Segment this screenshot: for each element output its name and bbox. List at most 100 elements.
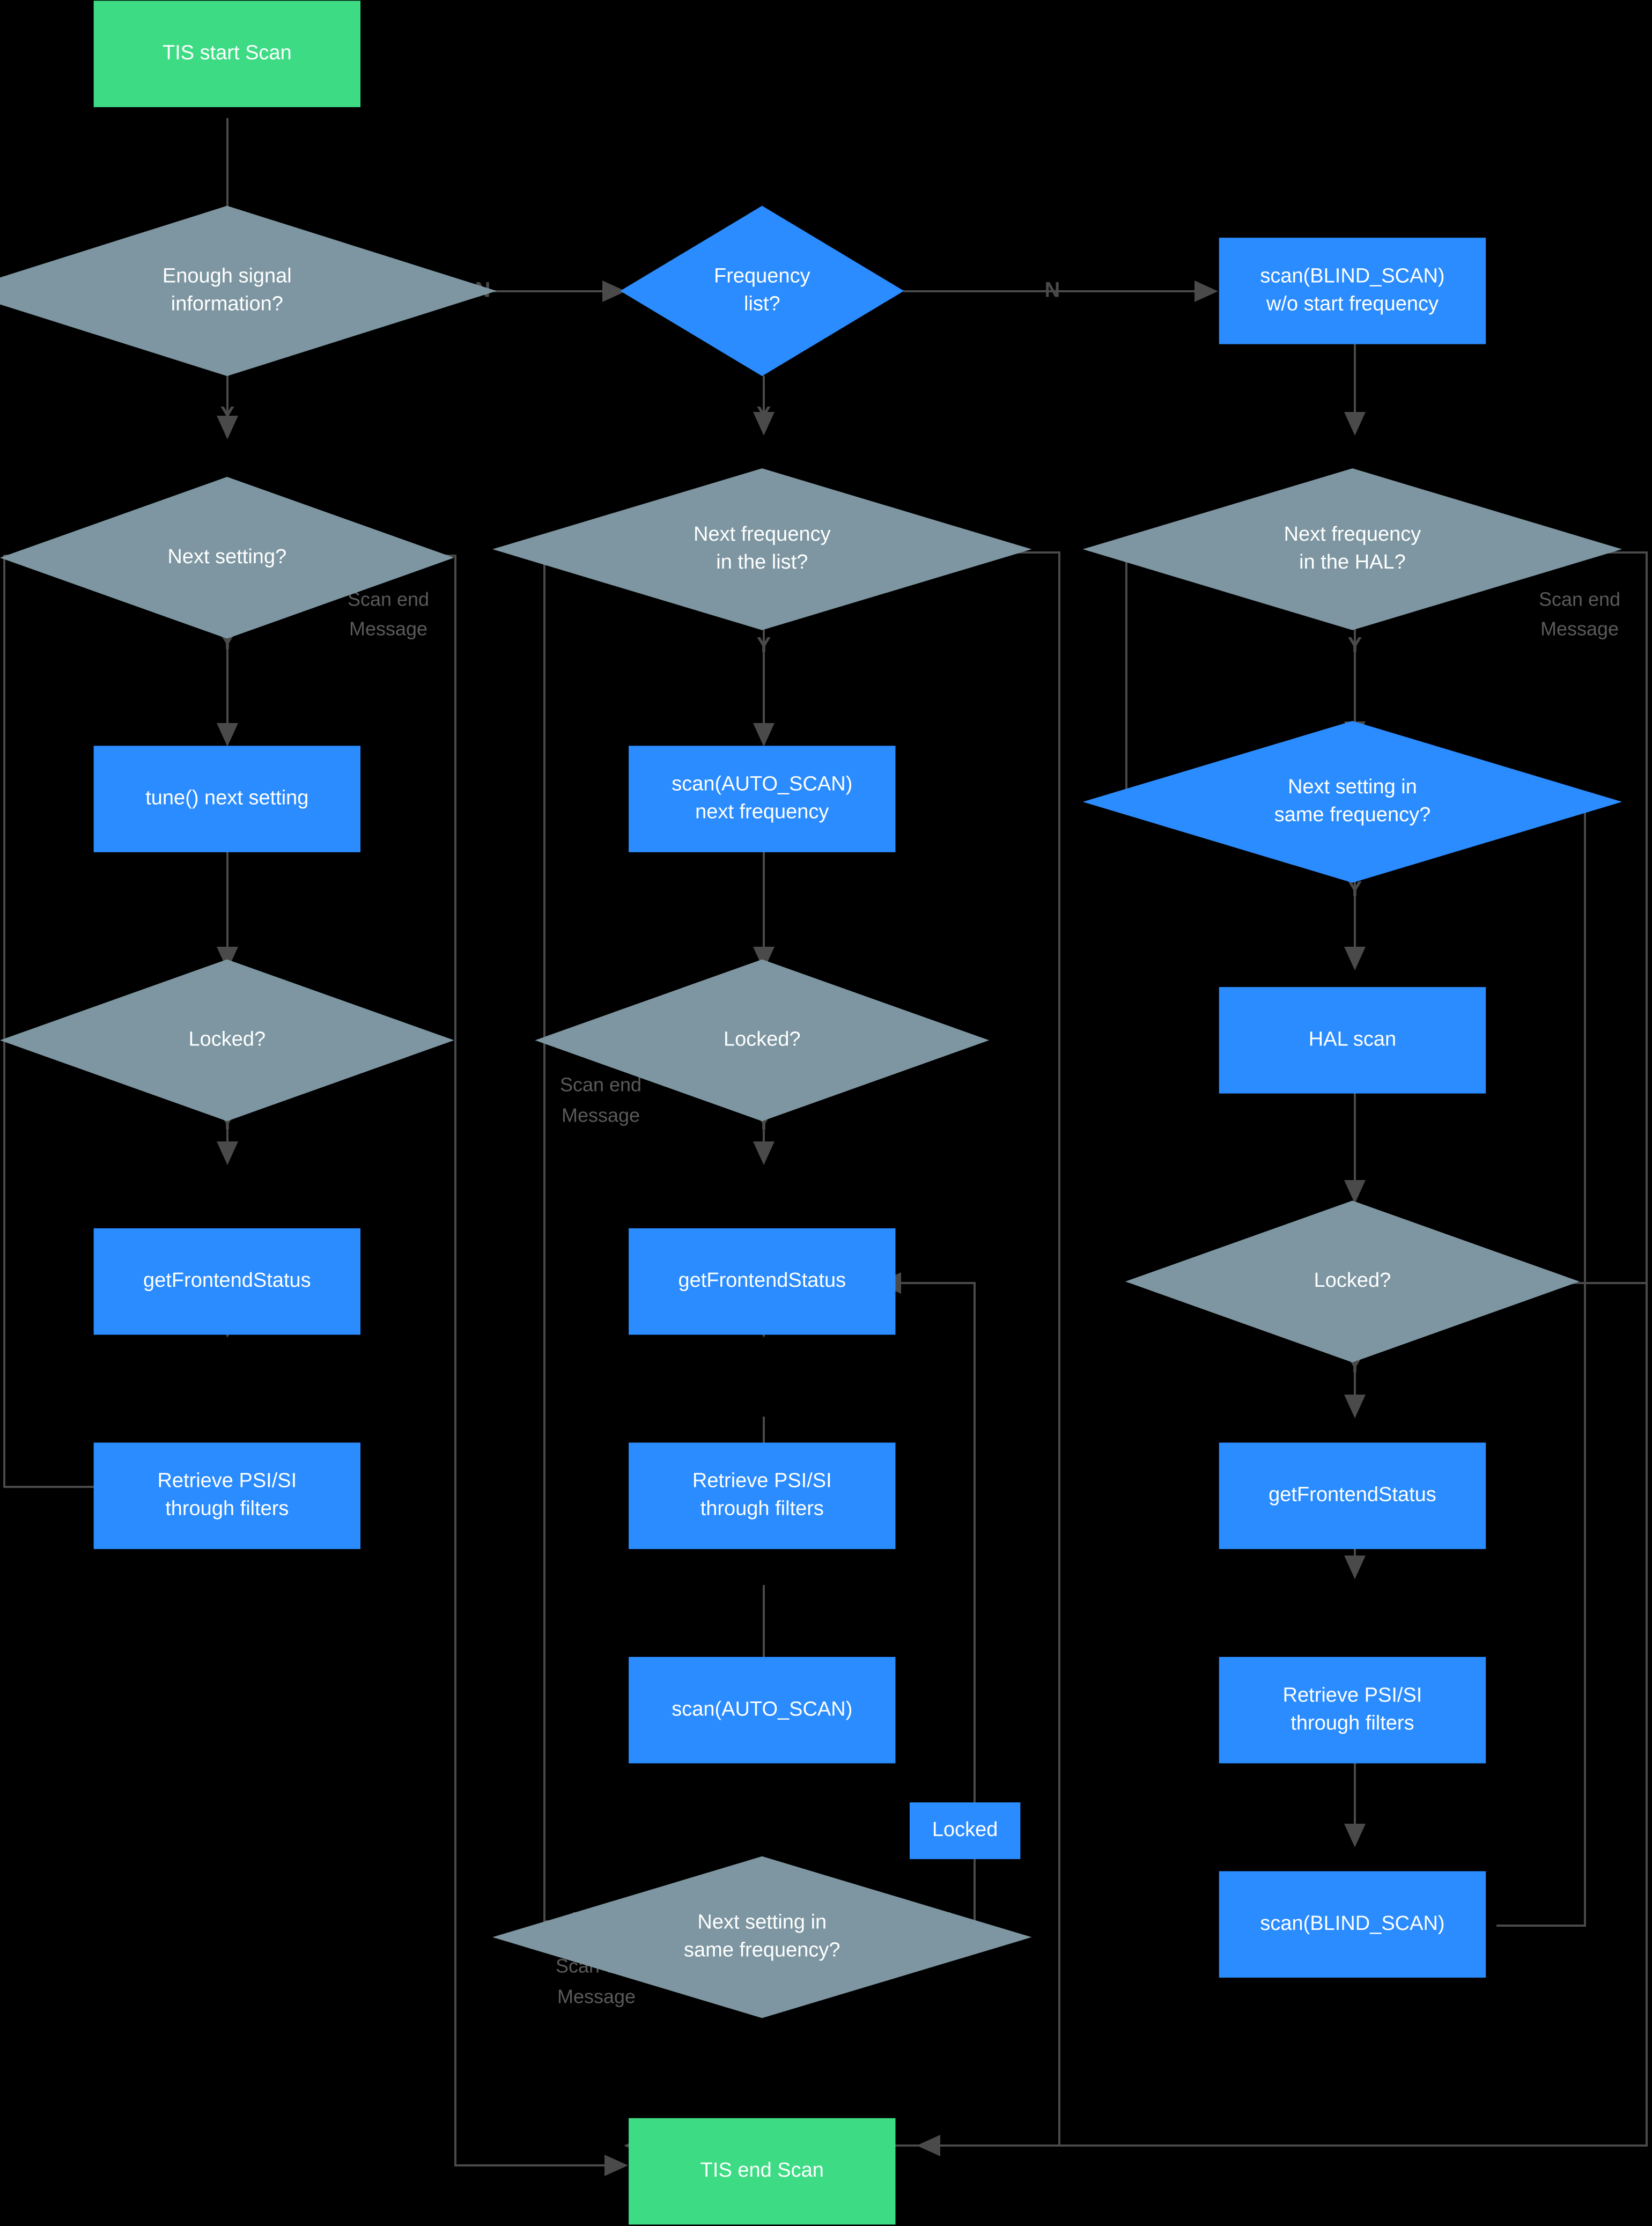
node-label-nextfreqlist-l1: Next frequency: [694, 523, 831, 546]
node-enough-signal-information[interactable]: Enough signal information?: [0, 205, 497, 377]
node-scan-auto-scan-next-frequency[interactable]: scan(AUTO_SCAN) next frequency: [629, 746, 896, 852]
note-locked2-line1: Scan end: [560, 1074, 641, 1096]
node-label-gfs-left: getFrontendStatus: [143, 1269, 311, 1292]
note-nextsetting-line1: Scan end: [348, 588, 429, 610]
node-label-psi-right-l1: Retrieve PSI/SI: [1283, 1684, 1422, 1706]
node-shape-rect: [629, 2118, 896, 2225]
node-label-psi-left-l2: through filters: [165, 1498, 289, 1520]
edge-label-nextfreqlist-y: Y: [757, 633, 771, 657]
node-label-psi-right-l2: through filters: [1290, 1712, 1414, 1734]
node-shape-rect: [93, 1, 361, 107]
node-get-frontend-status-right[interactable]: getFrontendStatus: [1219, 1442, 1486, 1549]
node-shape-rect: [909, 1802, 1021, 1860]
node-frequency-list[interactable]: Frequency list?: [620, 205, 904, 377]
node-locked-right[interactable]: Locked?: [1125, 1200, 1580, 1362]
node-get-frontend-status-left[interactable]: getFrontendStatus: [93, 1228, 361, 1335]
node-tis-start-scan[interactable]: TIS start Scan: [93, 1, 361, 107]
node-retrieve-psi-si-middle[interactable]: Retrieve PSI/SI through filters: [629, 1442, 896, 1549]
node-label-frequency-list-l1: Frequency: [714, 264, 810, 287]
node-shape-rect: [629, 1228, 896, 1335]
node-label-next-setting: Next setting?: [167, 546, 286, 568]
node-next-setting-in-same-frequency-blue[interactable]: Next setting in same frequency?: [1082, 721, 1622, 883]
node-label-locked-middle: Locked?: [724, 1028, 801, 1050]
node-shape-rect: [93, 1442, 361, 1549]
node-label-nextsamefreq2-l2: same frequency?: [684, 1939, 840, 1962]
node-scan-blind-scan-wo-start-frequency[interactable]: scan(BLIND_SCAN) w/o start frequency: [1219, 238, 1486, 344]
node-get-frontend-status-middle[interactable]: getFrontendStatus: [629, 1228, 896, 1335]
edge-label-freqlist-n: N: [1045, 278, 1060, 302]
node-shape-diamond: [620, 205, 904, 377]
node-shape-rect: [629, 746, 896, 852]
node-shape-rect: [1219, 1657, 1486, 1764]
node-label-blindscan2: scan(BLIND_SCAN): [1260, 1912, 1444, 1935]
node-label-blindscan1-l2: w/o start frequency: [1266, 292, 1439, 315]
node-shape-rect: [93, 746, 361, 852]
node-label-autoscan: scan(AUTO_SCAN): [672, 1698, 852, 1720]
node-label-psi-middle-l2: through filters: [700, 1498, 824, 1520]
node-scan-auto-scan[interactable]: scan(AUTO_SCAN): [629, 1657, 896, 1764]
node-locked-middle[interactable]: Locked?: [535, 959, 990, 1122]
edge-label-nextfreqhal-y: Y: [1348, 633, 1362, 657]
node-locked-tag[interactable]: Locked: [909, 1802, 1021, 1860]
node-next-frequency-in-the-hal[interactable]: Next frequency in the HAL?: [1082, 468, 1622, 630]
node-next-frequency-in-the-list[interactable]: Next frequency in the list?: [492, 468, 1032, 630]
node-label-nextsamefreq2-l1: Next setting in: [697, 1911, 827, 1934]
edge-psi1-to-nextsetting: [3, 1040, 94, 1488]
node-label-nextfreqhal-l1: Next frequency: [1284, 523, 1421, 546]
node-label-psi-left-l1: Retrieve PSI/SI: [157, 1470, 297, 1492]
node-label-tis-end-scan: TIS end Scan: [700, 2159, 824, 2181]
note-nextsamefreq2-line2: Message: [557, 1986, 636, 2008]
node-label-psi-middle-l1: Retrieve PSI/SI: [692, 1470, 832, 1492]
edge-label-enough-y: Y: [220, 403, 235, 426]
node-shape-diamond: [492, 1856, 1032, 2018]
node-shape-diamond: [1082, 721, 1622, 883]
node-label-locked-tag: Locked: [932, 1818, 998, 1841]
edge-label-freqlist-y: Y: [757, 403, 771, 426]
node-shape-diamond: [0, 476, 454, 639]
note-nextfreqhal-line2: Message: [1540, 618, 1619, 640]
node-label-gfs-middle: getFrontendStatus: [678, 1269, 846, 1292]
node-shape-rect: [1219, 987, 1486, 1094]
node-shape-rect: [629, 1657, 896, 1764]
node-label-enough-signal-l1: Enough signal: [163, 264, 292, 287]
note-nextsetting-line2: Message: [349, 618, 427, 640]
node-shape-rect: [1219, 1442, 1486, 1549]
node-hal-scan[interactable]: HAL scan: [1219, 987, 1486, 1094]
node-locked-left[interactable]: Locked?: [0, 959, 454, 1122]
note-locked2-line2: Message: [562, 1104, 640, 1126]
node-next-setting-in-same-frequency-gray[interactable]: Next setting in same frequency?: [492, 1856, 1032, 2018]
node-label-enough-signal-l2: information?: [171, 292, 283, 315]
node-label-tis-start-scan: TIS start Scan: [163, 42, 292, 64]
node-label-blindscan1-l1: scan(BLIND_SCAN): [1260, 264, 1444, 287]
node-shape-rect: [1219, 1871, 1486, 1978]
node-shape-diamond: [0, 959, 454, 1122]
node-shape-rect: [93, 1228, 361, 1335]
node-shape-rect: [1219, 238, 1486, 344]
node-label-gfs-right: getFrontendStatus: [1268, 1484, 1436, 1506]
node-tune-next-setting[interactable]: tune() next setting: [93, 746, 361, 852]
node-tis-end-scan[interactable]: TIS end Scan: [629, 2118, 896, 2225]
node-retrieve-psi-si-right[interactable]: Retrieve PSI/SI through filters: [1219, 1657, 1486, 1764]
node-shape-diamond: [1125, 1200, 1580, 1362]
node-retrieve-psi-si-left[interactable]: Retrieve PSI/SI through filters: [93, 1442, 361, 1549]
node-label-nextfreqlist-l2: in the list?: [716, 551, 808, 573]
node-label-autoscannext-l1: scan(AUTO_SCAN): [672, 773, 852, 795]
node-label-tune-next-setting: tune() next setting: [145, 787, 308, 809]
node-label-frequency-list-l2: list?: [744, 292, 780, 315]
node-shape-diamond: [1082, 468, 1622, 630]
node-shape-rect: [629, 1442, 896, 1549]
node-label-nextsamefreq1-l1: Next setting in: [1288, 776, 1417, 798]
edge-locked1-to-nextsetting: [3, 545, 109, 1041]
node-next-setting[interactable]: Next setting?: [0, 476, 454, 639]
node-label-nextsamefreq1-l2: same frequency?: [1274, 804, 1431, 826]
node-scan-blind-scan[interactable]: scan(BLIND_SCAN): [1219, 1871, 1486, 1978]
edges: [3, 118, 1648, 2176]
node-label-nextfreqhal-l2: in the HAL?: [1299, 551, 1406, 573]
node-label-hal-scan: HAL scan: [1309, 1028, 1396, 1050]
note-nextfreqhal-line1: Scan end: [1539, 588, 1620, 610]
node-label-locked-right: Locked?: [1314, 1269, 1391, 1292]
node-shape-diamond: [0, 205, 497, 377]
node-shape-diamond: [535, 959, 990, 1122]
